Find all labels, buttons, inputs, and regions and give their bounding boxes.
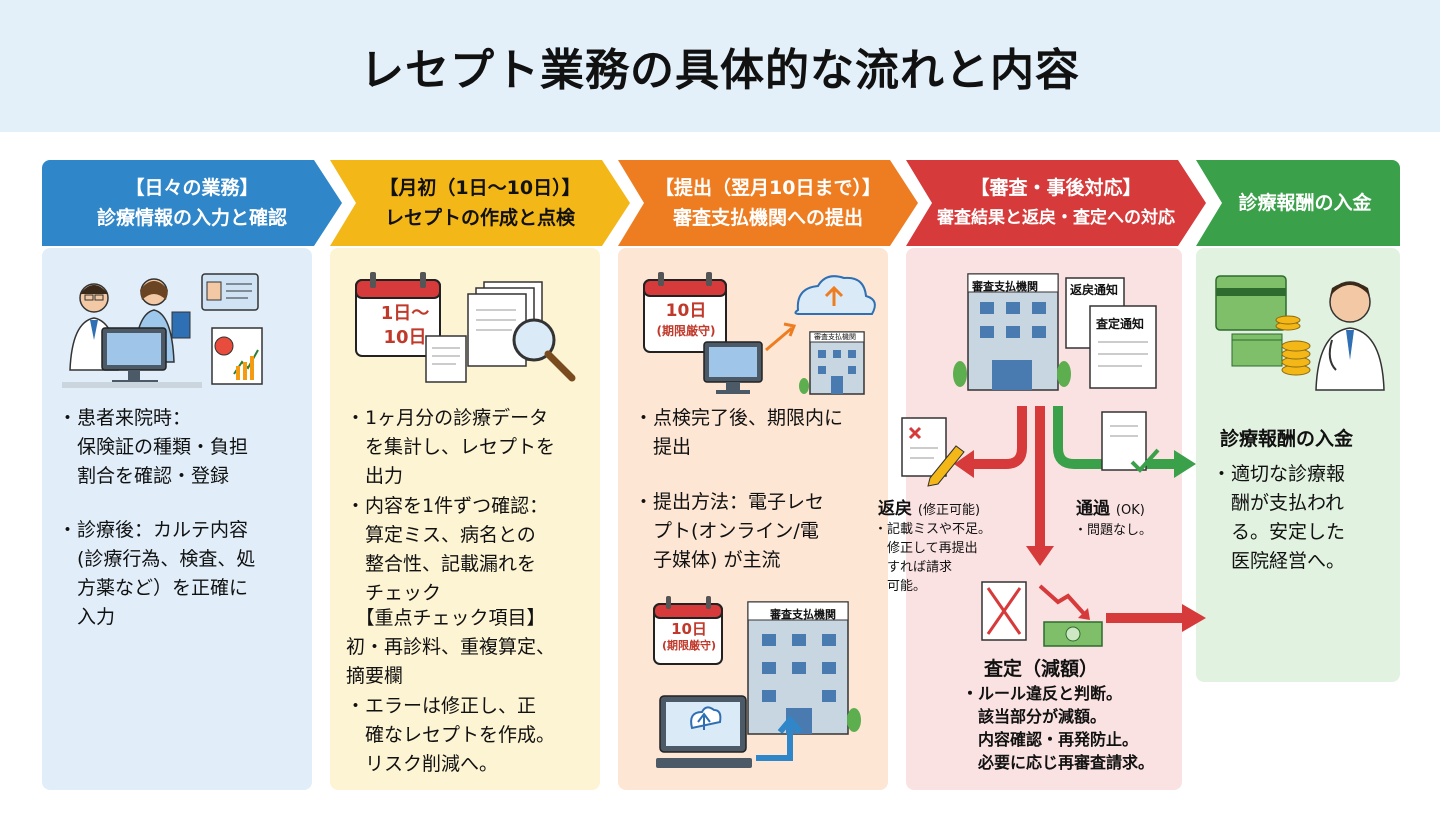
step-header-daily: 【日々の業務】 診療情報の入力と確認	[42, 160, 342, 246]
col3-bullet-method: ・提出方法：電子レセ プト(オンライン/電 子媒体) が主流	[634, 491, 825, 571]
assessment-title: 査定（減額）	[984, 658, 1099, 680]
payment-description: ・適切な診療報 酬が支払われ る。安定した 医院経営へ。	[1212, 463, 1346, 572]
return-notice-label: 返戻通知	[1070, 283, 1119, 297]
title-banner	[0, 0, 1440, 132]
notice-documents-icon	[1065, 277, 1157, 389]
calendar-line1: 1日〜	[380, 303, 430, 324]
step-header-line1: 【月初（1日〜10日）】	[379, 177, 581, 199]
calendar-text: 1日〜 10日	[370, 302, 440, 350]
return-title-text: 返戻	[878, 499, 912, 519]
step-header-line2: 審査支払機関への提出	[672, 207, 863, 229]
step-header-line1: 診療報酬の入金	[1238, 192, 1372, 214]
calendar-deadline-icon-2	[653, 596, 723, 665]
review-building-label: 審査支払機関	[972, 280, 1038, 293]
step-header-line2: レセプトの作成と点検	[384, 207, 575, 229]
pass-title-note: (OK)	[1115, 503, 1145, 518]
step-header-line1: 【提出（翌月10日まで）】	[655, 177, 881, 199]
step-header-line1: 【日々の業務】	[125, 177, 259, 199]
step-header-line1: 【審査・事後対応】	[970, 177, 1142, 199]
step-header-review: 【審査・事後対応】 審査結果と返戻・査定への対応	[906, 160, 1206, 246]
assessment-reduction-icon	[981, 581, 1103, 647]
pass-description: ・問題なし。	[1074, 523, 1153, 538]
calendar-deadline-text: 10日 (期限厳守)	[646, 300, 726, 340]
col1-bullet-input: ・診療後：カルテ内容 (診療行為、検査、処 方薬など）を正確に 入力	[58, 519, 256, 628]
assessment-notice-label: 査定通知	[1096, 317, 1145, 331]
payment-illustration	[1215, 275, 1385, 391]
building-label-small: 審査支払機関	[814, 333, 856, 341]
review-building-icon	[953, 273, 1071, 391]
calendar-day: 10日	[665, 301, 707, 321]
col2-checkpoints: 【重点チェック項目】 初・再診料、重複算定、 摘要欄	[346, 607, 556, 687]
col1-bullet-checkin: ・患者来院時： 保険証の種類・負担 割合を確認・登録	[58, 407, 249, 487]
calendar-day: 10日	[671, 620, 707, 638]
step-header-payment: 診療報酬の入金	[1196, 160, 1400, 246]
calendar-deadline-icon	[643, 272, 727, 353]
pass-title: 通過 (OK)	[1076, 494, 1145, 519]
review-flow-arrows	[954, 406, 1206, 632]
step-header-monthly: 【月初（1日〜10日）】 レセプトの作成と点検	[330, 160, 630, 246]
error-document-pencil-icon	[901, 417, 965, 487]
magnifier-documents-icon	[425, 281, 576, 383]
step-header-submission: 【提出（翌月10日まで）】 審査支払機関への提出	[618, 160, 918, 246]
step-header-line2: 審査結果と返戻・査定への対応	[937, 208, 1175, 228]
assessment-description: ・ルール違反と判断。 該当部分が減額。 内容確認・再発防止。 必要に応じ再審査請…	[962, 684, 1155, 772]
col2-bullet-fix: ・エラーは修正し、正 確なレセプトを作成。 リスク削減へ。	[346, 695, 556, 775]
return-description: ・記載ミスや不足。 修正して再提出 すれば請求 可能。	[874, 522, 992, 594]
calendar-note: (期限厳守)	[656, 324, 716, 338]
computer-building-upload-icon	[656, 601, 861, 768]
payment-subtitle: 診療報酬の入金	[1220, 428, 1354, 450]
col3-bullet-deadline: ・点検完了後、期限内に 提出	[634, 407, 844, 458]
col2-bullet-aggregate: ・1ヶ月分の診療データ を集計し、レセプトを 出力	[346, 407, 556, 487]
col2-bullet-check: ・内容を1件ずつ確認： 算定ミス、病名との 整合性、記載漏れを チェック	[346, 495, 549, 604]
approved-document-icon	[1101, 411, 1160, 473]
return-title-note: (修正可能)	[917, 503, 981, 518]
calendar-icon	[355, 272, 441, 357]
building-label: 審査支払機関	[770, 608, 836, 621]
doctor-nurse-illustration	[62, 273, 263, 388]
calendar-line2: 10日	[383, 327, 427, 348]
pass-title-text: 通過	[1076, 499, 1110, 519]
computer-cloud-upload-icon	[703, 275, 876, 395]
page-title: レセプト業務の具体的な流れと内容	[360, 45, 1080, 96]
calendar-deadline-text-2: 10日 (期限厳守)	[654, 620, 724, 654]
calendar-note: (期限厳守)	[661, 639, 717, 652]
step-header-line2: 診療情報の入力と確認	[96, 207, 287, 229]
return-title: 返戻 (修正可能)	[878, 494, 980, 519]
